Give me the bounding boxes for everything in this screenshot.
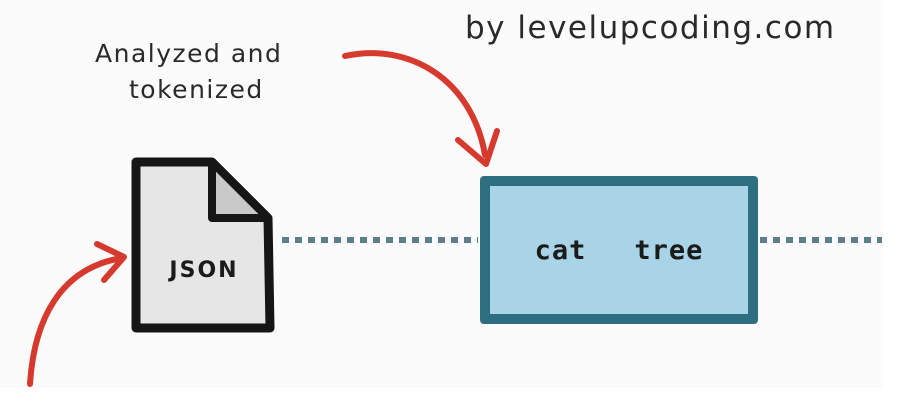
curved-arrow-icon (342, 50, 500, 167)
credit-text: by levelupcoding.com (465, 10, 836, 46)
bottom-margin (0, 388, 908, 404)
document-icon (131, 157, 275, 333)
caption-line-1: Analyzed and (95, 39, 283, 68)
token-tree: tree (634, 234, 704, 266)
caption-text: Analyzed and tokenized (95, 36, 345, 108)
token-box: cat tree (480, 176, 758, 324)
token-cat: cat (534, 234, 587, 266)
caption-line-2: tokenized (129, 75, 264, 104)
right-margin (882, 0, 908, 404)
document-label: JSON (169, 258, 239, 283)
incoming-arrow-icon (27, 241, 127, 387)
